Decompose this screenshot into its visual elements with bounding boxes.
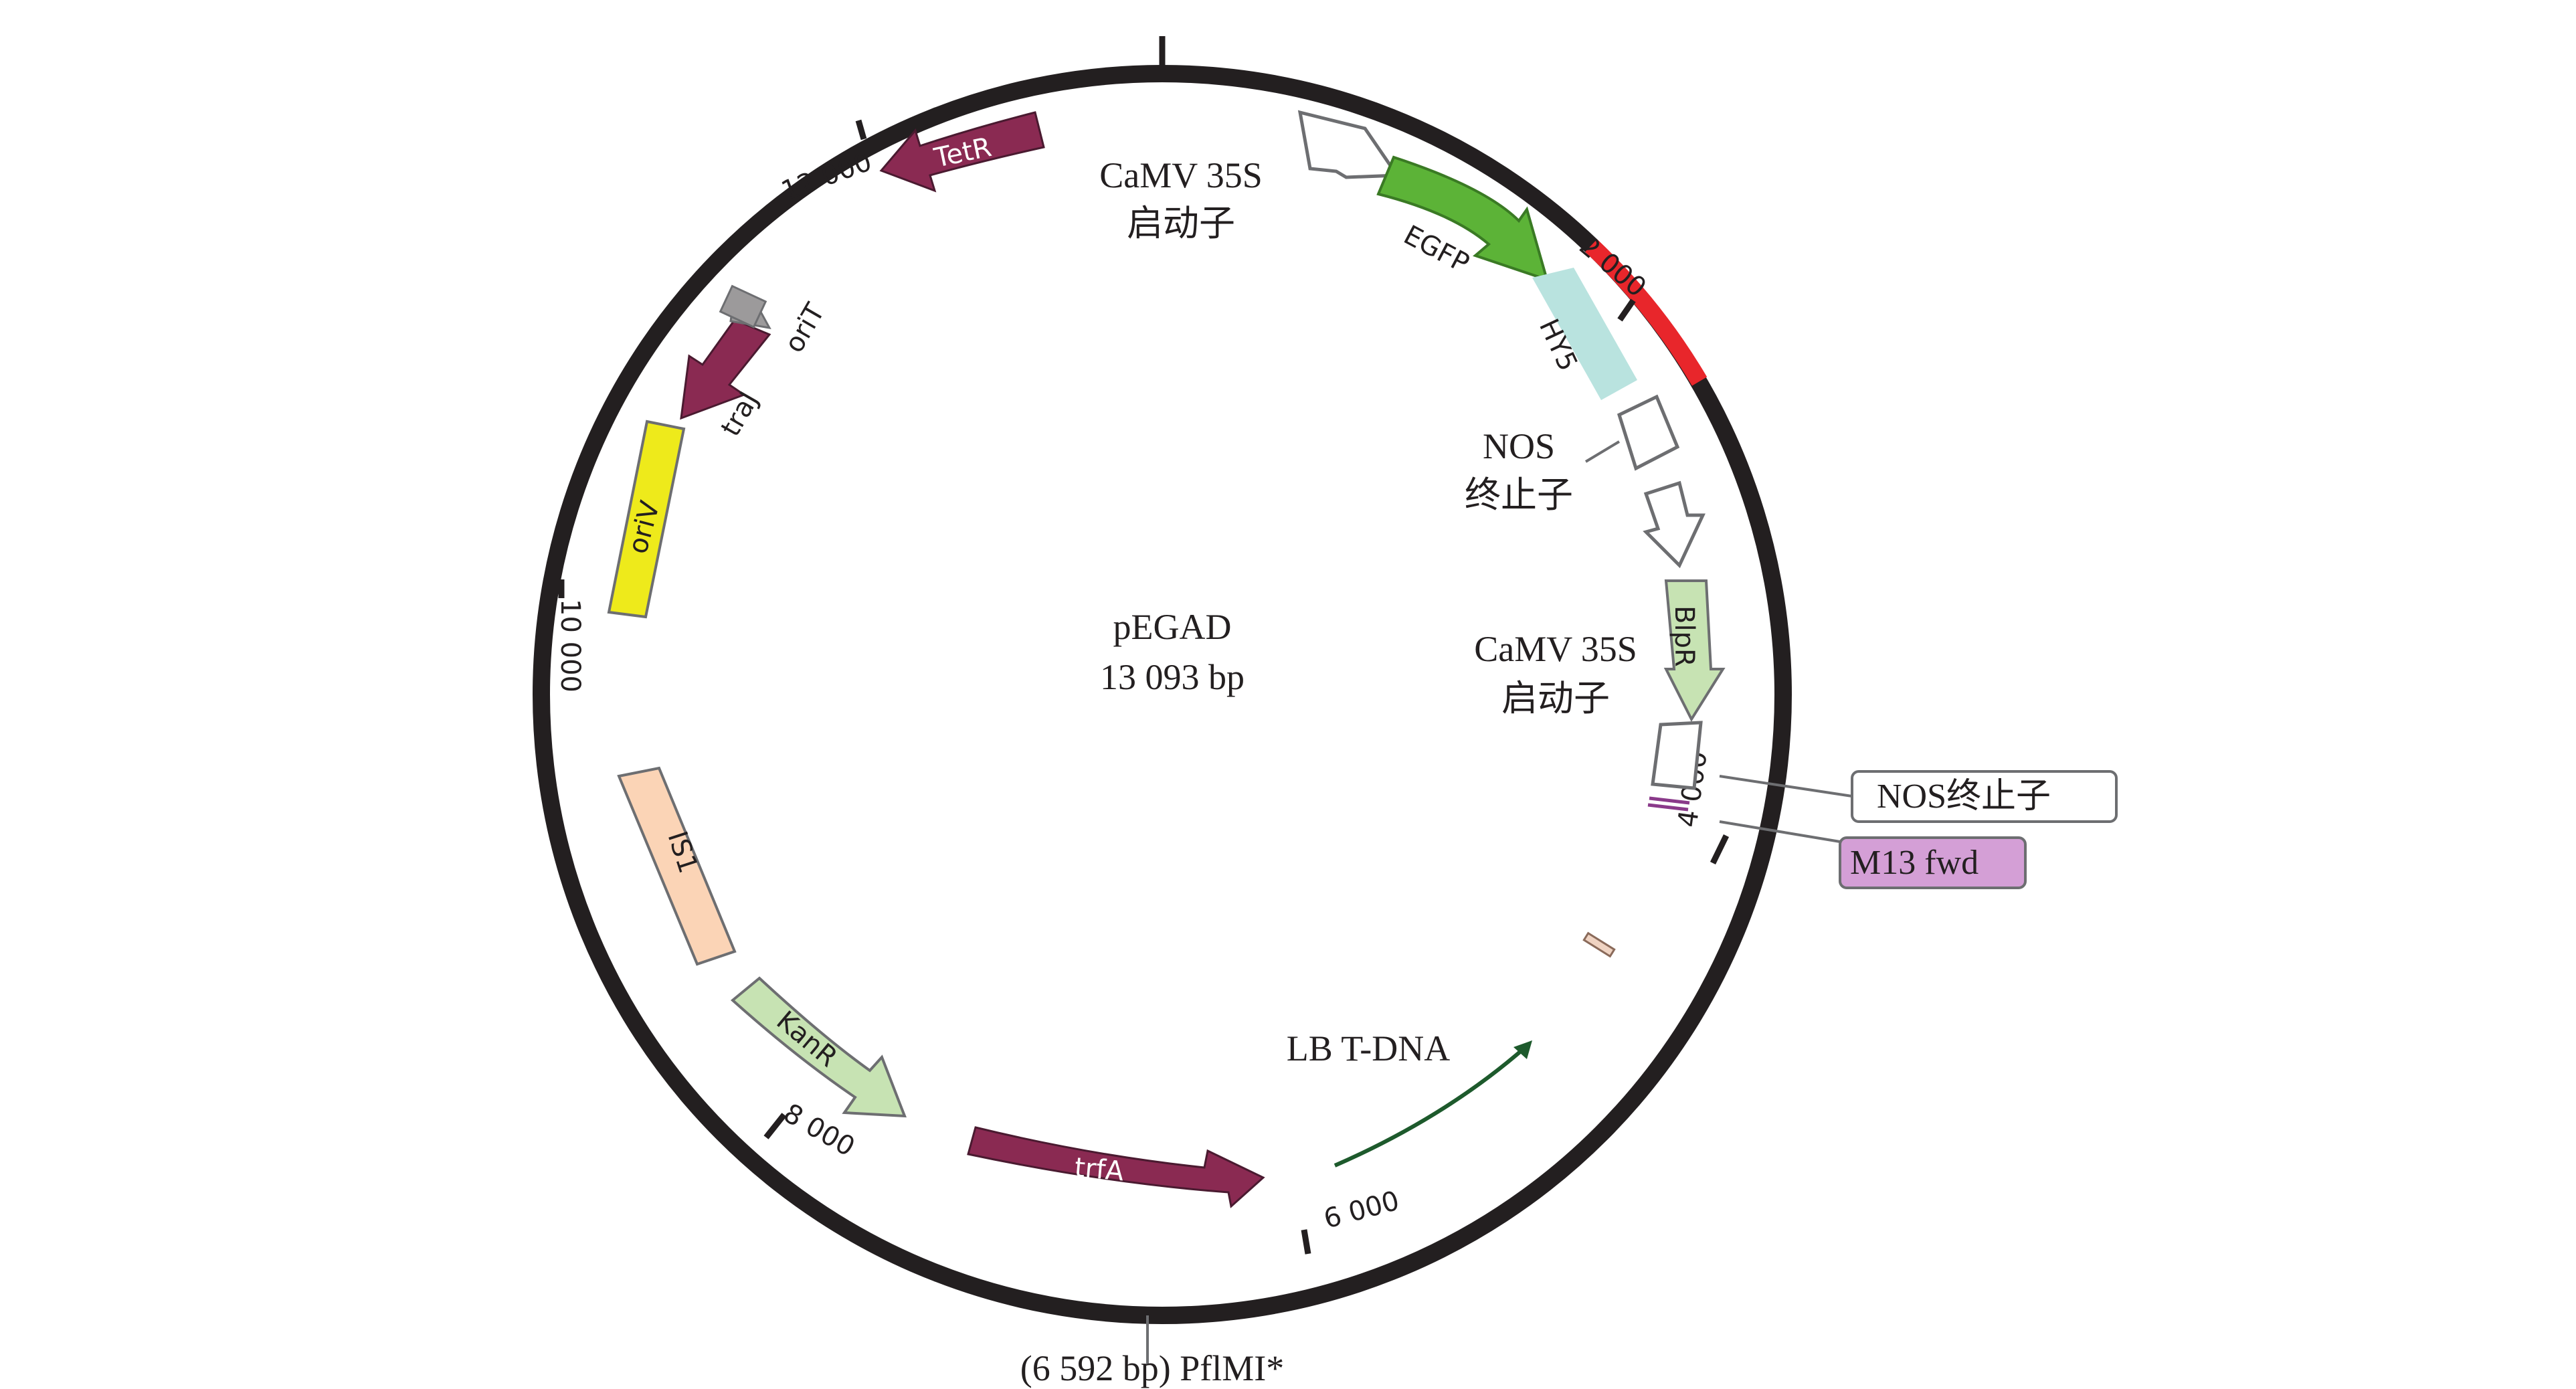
scale-ticks [558, 119, 1730, 1255]
tick-12000 [855, 119, 867, 141]
is1-box [617, 766, 737, 966]
traj-arrow [680, 318, 771, 420]
oriv-box [607, 420, 686, 619]
tick-6000 [1301, 1229, 1311, 1255]
nos-callout-text: NOS终止子 [1877, 777, 2051, 816]
m13-callout-text: M13 fwd [1850, 844, 1979, 882]
tick-2000 [1617, 298, 1636, 322]
blpr-arrow [1663, 579, 1726, 723]
tick-8000 [763, 1113, 787, 1139]
orit-label: oriT [779, 298, 831, 358]
nos-right-box [1651, 721, 1703, 790]
lb-tdna-arrow [1333, 1045, 1527, 1168]
nos-box-leader [1719, 775, 1853, 798]
tick-4000 [1710, 834, 1730, 864]
tick-label-6000: 6 000 [1321, 1186, 1403, 1235]
camv35s-top-label-line2: 启动子 [1127, 203, 1235, 244]
camv35s-mid-label-line2: 启动子 [1501, 678, 1610, 719]
tick-label-10000: 10 000 [555, 599, 585, 692]
highlight-arc [1585, 239, 1708, 386]
m13-box-leader [1719, 820, 1841, 843]
camv35s-top-arrow [1297, 110, 1400, 179]
nos-mid-label-line1: NOS [1483, 426, 1555, 466]
trfa-label: trfA [1073, 1152, 1125, 1187]
pflmi-site-label: (6 592 bp) PflMI* [1020, 1348, 1284, 1388]
lb-tdna-label: LB T-DNA [1287, 1028, 1451, 1069]
orit-box-main [719, 284, 767, 329]
tetr-arrow [879, 111, 1045, 193]
plasmid-name: pEGAD [1113, 607, 1232, 647]
nos-mid-leader [1584, 440, 1621, 463]
plasmid-size: 13 093 bp [1100, 657, 1245, 697]
hy5-box [1532, 268, 1637, 400]
nos-callout-box [1851, 770, 2118, 823]
camv35s-mid-arrow [1643, 480, 1706, 569]
camv35s-mid-label-line1: CaMV 35S [1474, 629, 1637, 669]
camv35s-top-label-line1: CaMV 35S [1099, 155, 1263, 195]
tick-label-12000: 12 000 [777, 146, 876, 207]
m13-site-mark1 [1649, 796, 1690, 805]
tetr-label: TetR [931, 132, 994, 174]
m13-site-mark2 [1647, 803, 1689, 812]
lb-tdna-arrowhead [1513, 1040, 1532, 1059]
nos-mid-box [1617, 394, 1680, 471]
small-marker [1582, 931, 1616, 958]
egfp-label: EGFP [1398, 219, 1474, 279]
nos-mid-label-line2: 终止子 [1465, 475, 1573, 515]
kanr-arrow [730, 976, 907, 1118]
blpr-label: BlpR [1669, 606, 1699, 667]
trfa-arrow [967, 1126, 1265, 1208]
m13-callout-box [1839, 836, 2027, 889]
